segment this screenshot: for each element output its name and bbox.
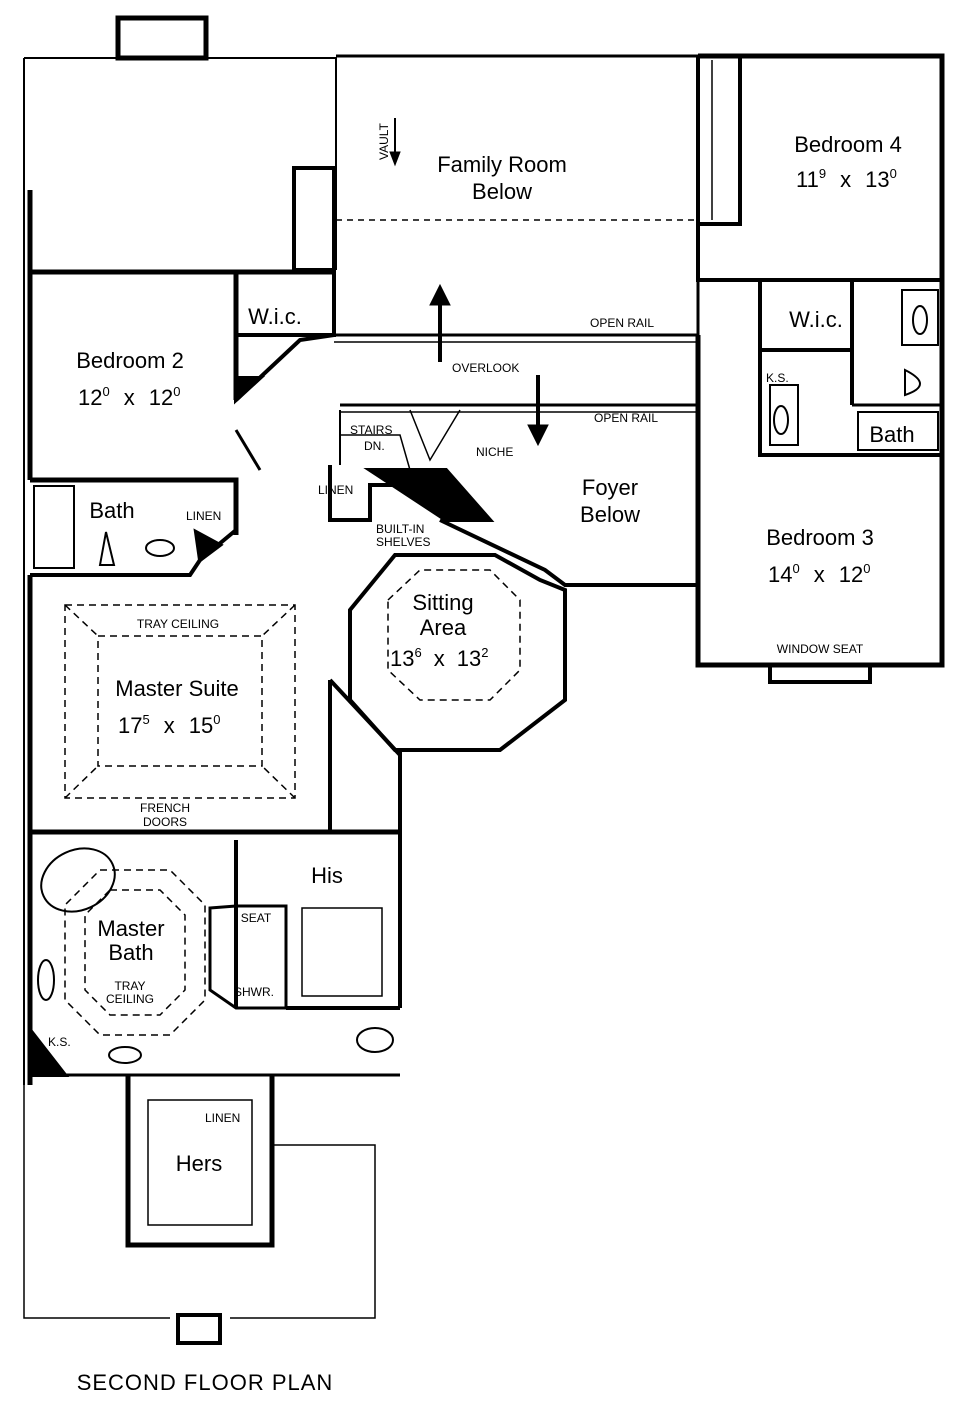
tray-label-2: CEILING <box>106 992 154 1006</box>
hers-label: Hers <box>176 1151 222 1176</box>
linen-label-2: LINEN <box>186 509 221 523</box>
bath-left-label: Bath <box>89 498 134 523</box>
bedroom3-label: Bedroom 3 <box>766 525 874 550</box>
family-room-label: Family Room <box>437 152 567 177</box>
foyer-label: Foyer <box>582 475 638 500</box>
overlook-arrows <box>389 118 549 447</box>
linen-label-1: LINEN <box>318 483 353 497</box>
tray-ceilings <box>64 569 521 1036</box>
master-bath-label: Master <box>97 916 164 941</box>
wic-right-label: W.i.c. <box>789 307 843 332</box>
family-room-sub: Below <box>472 179 532 204</box>
vault-label: VAULT <box>377 122 391 160</box>
tray-label-1: TRAY <box>114 979 145 993</box>
ks-label-1: K.S. <box>766 371 789 385</box>
master-suite-label: Master Suite <box>115 676 239 701</box>
dn-label: DN. <box>364 439 385 453</box>
tray-ceiling-label: TRAY CEILING <box>137 617 219 631</box>
bedroom2-label: Bedroom 2 <box>76 348 184 373</box>
bath-right-label: Bath <box>869 422 914 447</box>
fixtures <box>37 305 928 1064</box>
annotations: VAULT OPEN RAIL OPEN RAIL OVERLOOK STAIR… <box>48 122 864 1125</box>
wic-left-label: W.i.c. <box>248 304 302 329</box>
his-label: His <box>311 863 343 888</box>
french-label-1: FRENCH <box>140 801 190 815</box>
chimney <box>115 15 209 61</box>
seat-label: SEAT <box>241 911 272 925</box>
sitting-label-2: Area <box>420 615 467 640</box>
stairs-label: STAIRS <box>350 423 392 437</box>
niche-label: NICHE <box>476 445 513 459</box>
overlook-label: OVERLOOK <box>452 361 519 375</box>
builtin-label-2: SHELVES <box>376 535 430 549</box>
foyer-sub: Below <box>580 502 640 527</box>
sitting-label: Sitting <box>412 590 473 615</box>
open-rail-label-2: OPEN RAIL <box>594 411 658 425</box>
french-label-2: DOORS <box>143 815 187 829</box>
window-seat-label: WINDOW SEAT <box>777 642 864 656</box>
bedroom4-label: Bedroom 4 <box>794 132 902 157</box>
plan-title: SECOND FLOOR PLAN <box>77 1370 334 1395</box>
linen-label-3: LINEN <box>205 1111 240 1125</box>
shwr-label: SHWR. <box>234 985 274 999</box>
master-bath-label-2: Bath <box>108 940 153 965</box>
open-rail-label-1: OPEN RAIL <box>590 316 654 330</box>
walls <box>23 15 945 1345</box>
ks-label-2: K.S. <box>48 1035 71 1049</box>
builtin-label-1: BUILT-IN <box>376 522 424 536</box>
